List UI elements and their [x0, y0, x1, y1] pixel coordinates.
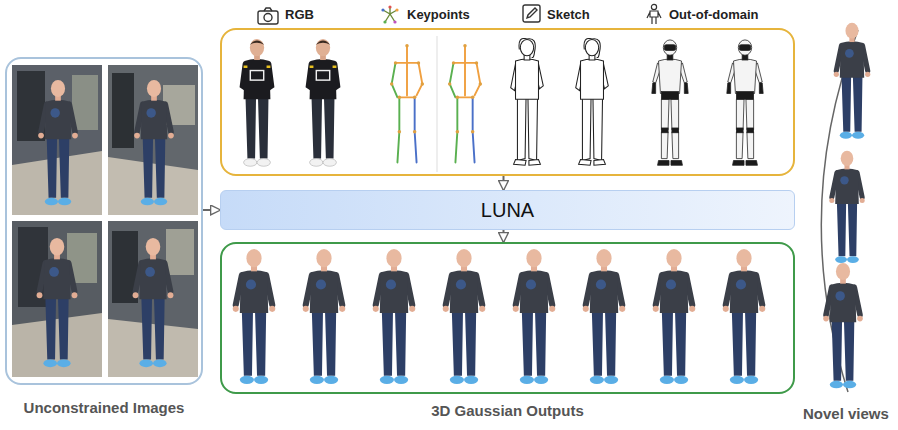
model-name: LUNA [481, 198, 534, 222]
output-person [723, 249, 766, 384]
input-images-panel: Unconstrained Images [5, 57, 203, 385]
output-person [513, 249, 556, 384]
input-photos [12, 65, 198, 377]
view-caption: Novel views [803, 405, 889, 422]
modality-label: Out-of-domain [669, 7, 759, 23]
output-person [443, 249, 486, 384]
panel-caption: 3D Gaussian Outputs [192, 402, 823, 420]
person-photo [133, 238, 174, 367]
novel-view-person [823, 263, 863, 388]
output-person [373, 249, 416, 384]
pencil-icon [523, 5, 540, 22]
skeleton [448, 44, 482, 162]
keypoints-icon [381, 5, 398, 23]
modality-label: Sketch [547, 7, 590, 23]
novel-view-figures [823, 23, 870, 388]
robot-examples [652, 40, 763, 165]
person-photo [134, 80, 174, 205]
sketch-examples [511, 38, 609, 165]
novel-view-person [829, 151, 864, 263]
skeleton [390, 44, 424, 162]
robot-figure [652, 40, 688, 165]
modality-label: RGB [285, 7, 314, 23]
output-person [583, 249, 626, 384]
camera-icon [258, 8, 278, 24]
sketch-figure [511, 38, 544, 165]
flow-arrow [503, 176, 505, 190]
output-panel: 3D Gaussian Outputs [220, 242, 795, 394]
keypoint-examples [390, 36, 482, 172]
output-person [303, 249, 346, 384]
person-photo [37, 238, 78, 367]
condition-panel: RGBKeypointsSketchOut-of-domain [220, 28, 795, 176]
panel-caption: Unconstrained Images [0, 399, 231, 417]
gaussian-outputs [233, 249, 766, 384]
rgb-examples [243, 39, 338, 166]
robot-figure [727, 40, 763, 165]
sketch-figure [576, 38, 609, 165]
novel-view-person [834, 23, 871, 139]
flow-arrow [203, 209, 220, 211]
output-person [233, 249, 276, 384]
rgb-person [309, 39, 338, 166]
flow-arrow [503, 230, 505, 242]
model-band: LUNA [220, 190, 795, 230]
person-photo [38, 80, 78, 205]
rgb-person [243, 39, 272, 166]
output-person [653, 249, 696, 384]
robot-icon [647, 4, 661, 24]
modality-label: Keypoints [407, 7, 470, 23]
